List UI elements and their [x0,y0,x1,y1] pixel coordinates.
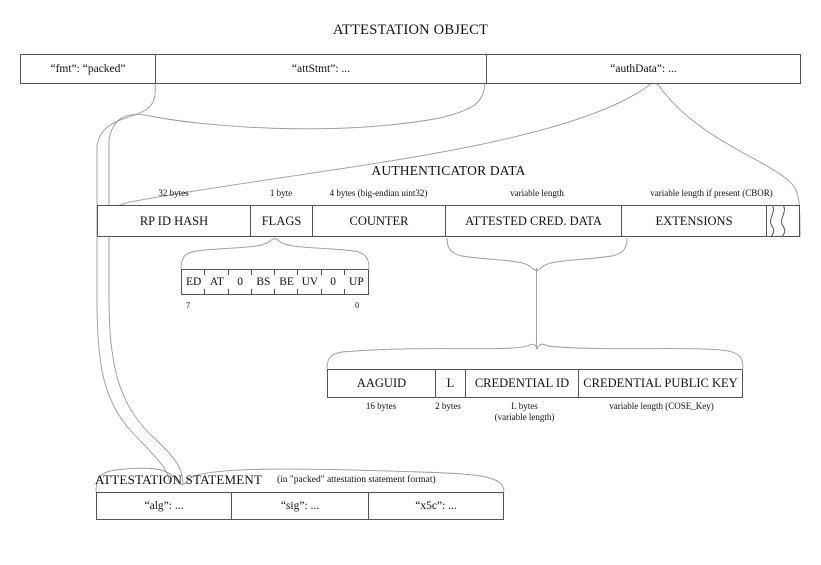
caption-attested-cred-data: variable length [510,188,564,198]
caption-flags: 1 byte [269,188,293,198]
flag-bit-index-high: 7 [186,300,191,310]
page-title: ATTESTATION OBJECT [332,22,489,38]
caption-credential-public-key: variable length (COSE_Key) [609,401,714,411]
attested-credential-data-row: AAGUID L CREDENTIAL ID CREDENTIAL PUBLIC… [327,369,743,398]
field-attstmt[interactable]: “attStmt”: ... [156,55,487,83]
caption-credential-id-line2: (variable length) [494,412,555,423]
caption-rp-id-hash: 32 bytes [158,188,189,198]
caption-aaguid: 16 bytes [365,401,397,411]
flag-bit-ed[interactable]: ED [182,270,206,294]
field-x5c[interactable]: “x5c”: ... [415,500,457,512]
attestation-object-row: “fmt”: “packed” “attStmt”: ... “authData… [20,54,801,84]
attestation-statement-note: (in "packed" attestation statement forma… [277,475,436,485]
authenticator-data-title: AUTHENTICATOR DATA [371,163,526,178]
field-attested-cred-data[interactable]: ATTESTED CRED. DATA [446,206,622,236]
field-alg[interactable]: “alg”: ... [97,493,232,519]
field-credential-id-length[interactable]: L [436,370,466,397]
flag-bit-at[interactable]: AT [205,270,229,294]
caption-counter: 4 bytes (big-endian uint32) [329,188,428,198]
flag-bit-uv[interactable]: UV [298,270,322,294]
caption-credential-id-length: 2 bytes [435,401,461,411]
flag-bit-rfu1[interactable]: 0 [322,270,346,294]
field-flags[interactable]: FLAGS [251,206,313,236]
flag-bit-bs[interactable]: BS [252,270,276,294]
field-credential-id[interactable]: CREDENTIAL ID [466,370,579,397]
flag-bit-be[interactable]: BE [275,270,299,294]
attestation-statement-title: ATTESTATION STATEMENT [95,472,263,487]
caption-credential-id: L bytes (variable length) [468,401,581,424]
field-aaguid[interactable]: AAGUID [328,370,436,397]
caption-extensions: variable length if present (CBOR) [650,188,773,198]
field-sig[interactable]: “sig”: ... [232,493,369,519]
field-authdata[interactable]: “authData”: ... [610,63,677,75]
flag-bit-index-low: 0 [355,300,360,310]
field-credential-public-key[interactable]: CREDENTIAL PUBLIC KEY [583,376,738,390]
attestation-statement-row: “alg”: ... “sig”: ... “x5c”: ... [96,492,504,520]
flags-bit-row: ED AT 0 BS BE UV 0 UP [181,269,369,295]
field-extensions[interactable]: EXTENSIONS [622,206,767,236]
field-rp-id-hash[interactable]: RP ID HASH [98,206,251,236]
caption-credential-id-line1: L bytes [511,401,538,411]
flag-bit-up[interactable]: UP [349,276,364,288]
flag-bit-rfu2[interactable]: 0 [229,270,253,294]
field-counter[interactable]: COUNTER [313,206,446,236]
break-symbol-icon [770,204,786,238]
field-fmt[interactable]: “fmt”: “packed” [21,55,156,83]
authenticator-data-row: RP ID HASH FLAGS COUNTER ATTESTED CRED. … [97,205,800,237]
